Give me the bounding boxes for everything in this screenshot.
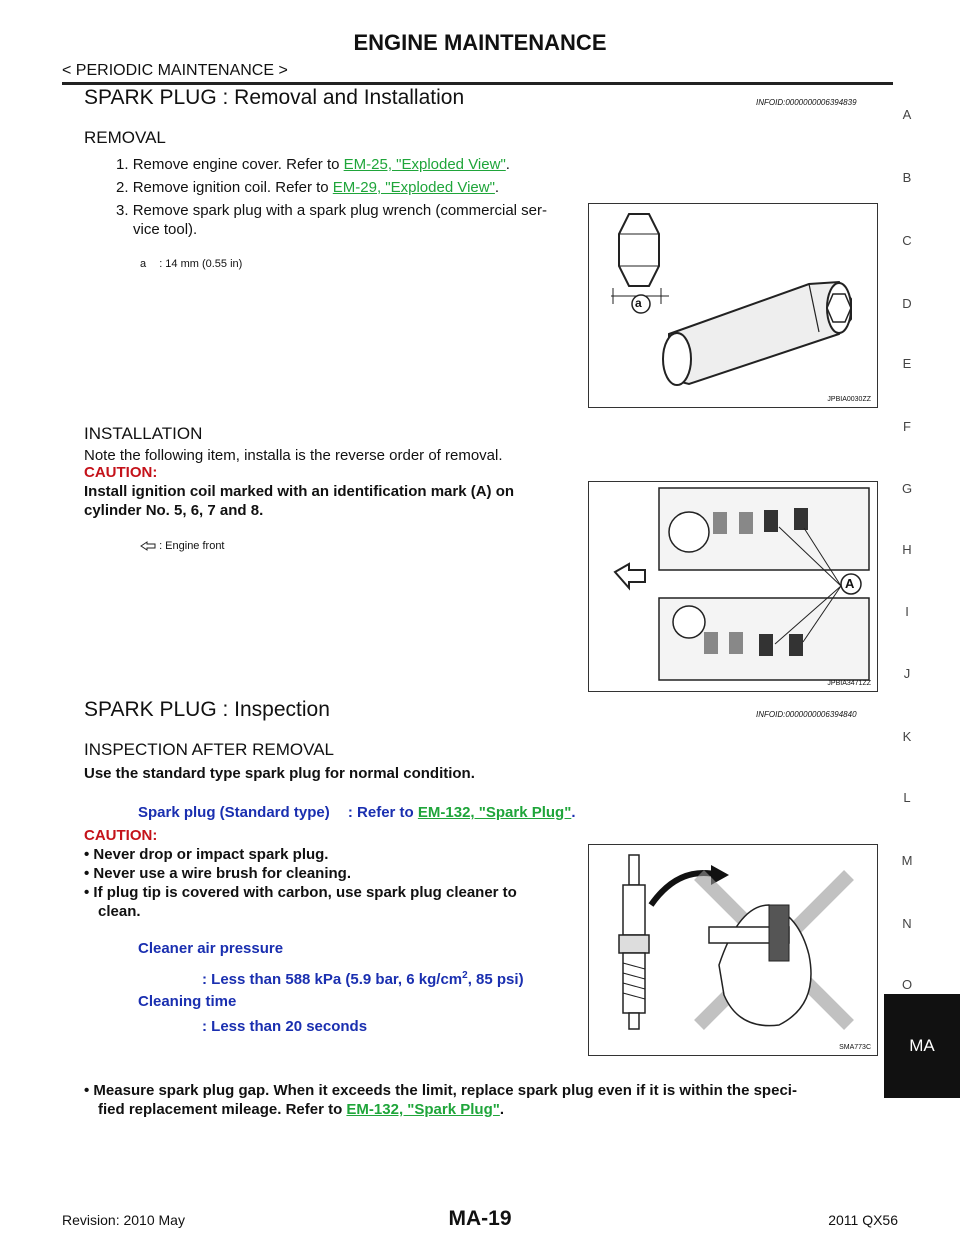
spark-plug-wrench-illustration <box>611 213 852 386</box>
info-id: INFOID:0000000006394839 <box>756 98 857 107</box>
sidebar-letter-o: O <box>901 977 913 992</box>
caution-line-1: Install ignition coil marked with an ide… <box>84 483 515 500</box>
figure-label: JPBIA0030ZZ <box>827 396 871 403</box>
info-id: INFOID:0000000006394840 <box>756 710 857 719</box>
figure-spark-plug-wrench: a JPBIA0030ZZ <box>588 203 878 408</box>
figure-label: JPBIA3471ZZ <box>827 680 871 687</box>
engine-head-illustration <box>613 487 870 681</box>
sidebar-letter-m: M <box>901 853 913 868</box>
removal-heading: REMOVAL <box>84 128 166 147</box>
cleaning-time-label: Cleaning time <box>138 993 237 1010</box>
step-1: 1. Remove engine cover. Refer to EM-25, … <box>116 156 510 173</box>
section-tab-ma[interactable]: MA <box>884 994 960 1098</box>
sidebar-letter-c: C <box>902 233 912 248</box>
section-title-inspection: SPARK PLUG : Inspection <box>84 698 330 721</box>
figure-ignition-coil-positions: A JPBIA3471ZZ <box>588 481 878 692</box>
sidebar-letter-n: N <box>902 916 912 931</box>
section-title-removal-installation: SPARK PLUG : Removal and Installation <box>84 86 465 109</box>
caution-label: CAUTION: <box>84 827 158 844</box>
sidebar-letter-d: D <box>902 296 912 311</box>
page-number: MA-19 <box>448 1207 512 1230</box>
page-header-title: ENGINE MAINTENANCE <box>353 30 607 55</box>
step-3-cont: vice tool). <box>133 221 198 238</box>
sidebar-letter-h: H <box>902 542 912 557</box>
bullet-3: • If plug tip is covered with carbon, us… <box>84 884 517 901</box>
sidebar-letter-l: L <box>903 790 911 805</box>
sidebar-letter-j: J <box>903 666 911 681</box>
arrow-left-icon <box>140 541 156 552</box>
figure-spark-plug-cleaning: SMA773C <box>588 844 878 1056</box>
link-em-25[interactable]: EM-25, "Exploded View" <box>343 156 506 173</box>
caution-line-2: cylinder No. 5, 6, 7 and 8. <box>84 502 264 519</box>
standard-note: Use the standard type spark plug for nor… <box>84 765 475 782</box>
sidebar-letter-b: B <box>902 170 912 185</box>
sidebar-letter-f: F <box>903 419 911 434</box>
step-2: 2. Remove ignition coil. Refer to EM-29,… <box>116 179 500 196</box>
installation-heading: INSTALLATION <box>84 424 203 443</box>
sidebar-letter-e: E <box>902 356 912 371</box>
sidebar-letter-k: K <box>902 729 912 744</box>
bullet-2: • Never use a wire brush for cleaning. <box>84 865 352 882</box>
bullet-3-cont: clean. <box>98 903 141 920</box>
caution-label: CAUTION: <box>84 464 158 481</box>
breadcrumb: < PERIODIC MAINTENANCE > <box>62 62 288 79</box>
link-em-132[interactable]: EM-132, "Spark Plug" <box>417 804 572 821</box>
bullet-measure: • Measure spark plug gap. When it exceed… <box>84 1082 797 1099</box>
revision-text: Revision: 2010 May <box>62 1212 185 1228</box>
legend-engine-front: : Engine front <box>140 540 225 552</box>
sidebar-letter-g: G <box>901 481 913 496</box>
bullet-1: • Never drop or impact spark plug. <box>84 846 329 863</box>
install-note: Note the following item, installa is the… <box>84 447 503 464</box>
inspection-heading: INSPECTION AFTER REMOVAL <box>84 740 335 759</box>
cleaning-time-value: : Less than 20 seconds <box>202 1018 368 1035</box>
bullet-measure-cont: fied replacement mileage. Refer to EM-13… <box>98 1101 505 1118</box>
legend-a: a : 14 mm (0.55 in) <box>140 258 243 270</box>
link-em-132[interactable]: EM-132, "Spark Plug" <box>346 1101 500 1118</box>
cleaner-air-pressure-label: Cleaner air pressure <box>138 940 284 957</box>
link-em-29[interactable]: EM-29, "Exploded View" <box>332 179 495 196</box>
step-3: 3. Remove spark plug with a spark plug w… <box>116 202 548 219</box>
sidebar-letter-a: A <box>902 107 912 122</box>
header-divider <box>62 82 893 85</box>
spark-plug-illustration <box>618 854 854 1030</box>
spec-spark-plug: Spark plug (Standard type) : Refer to EM… <box>138 804 576 821</box>
figure-label: SMA773C <box>839 1044 871 1051</box>
sidebar-letter-i: I <box>905 604 909 619</box>
cleaner-air-pressure-value: : Less than 588 kPa (5.9 bar, 6 kg/cm2, … <box>202 970 524 988</box>
model-text: 2011 QX56 <box>828 1212 898 1228</box>
callout-A: A <box>845 576 855 591</box>
callout-a: a <box>635 296 642 310</box>
